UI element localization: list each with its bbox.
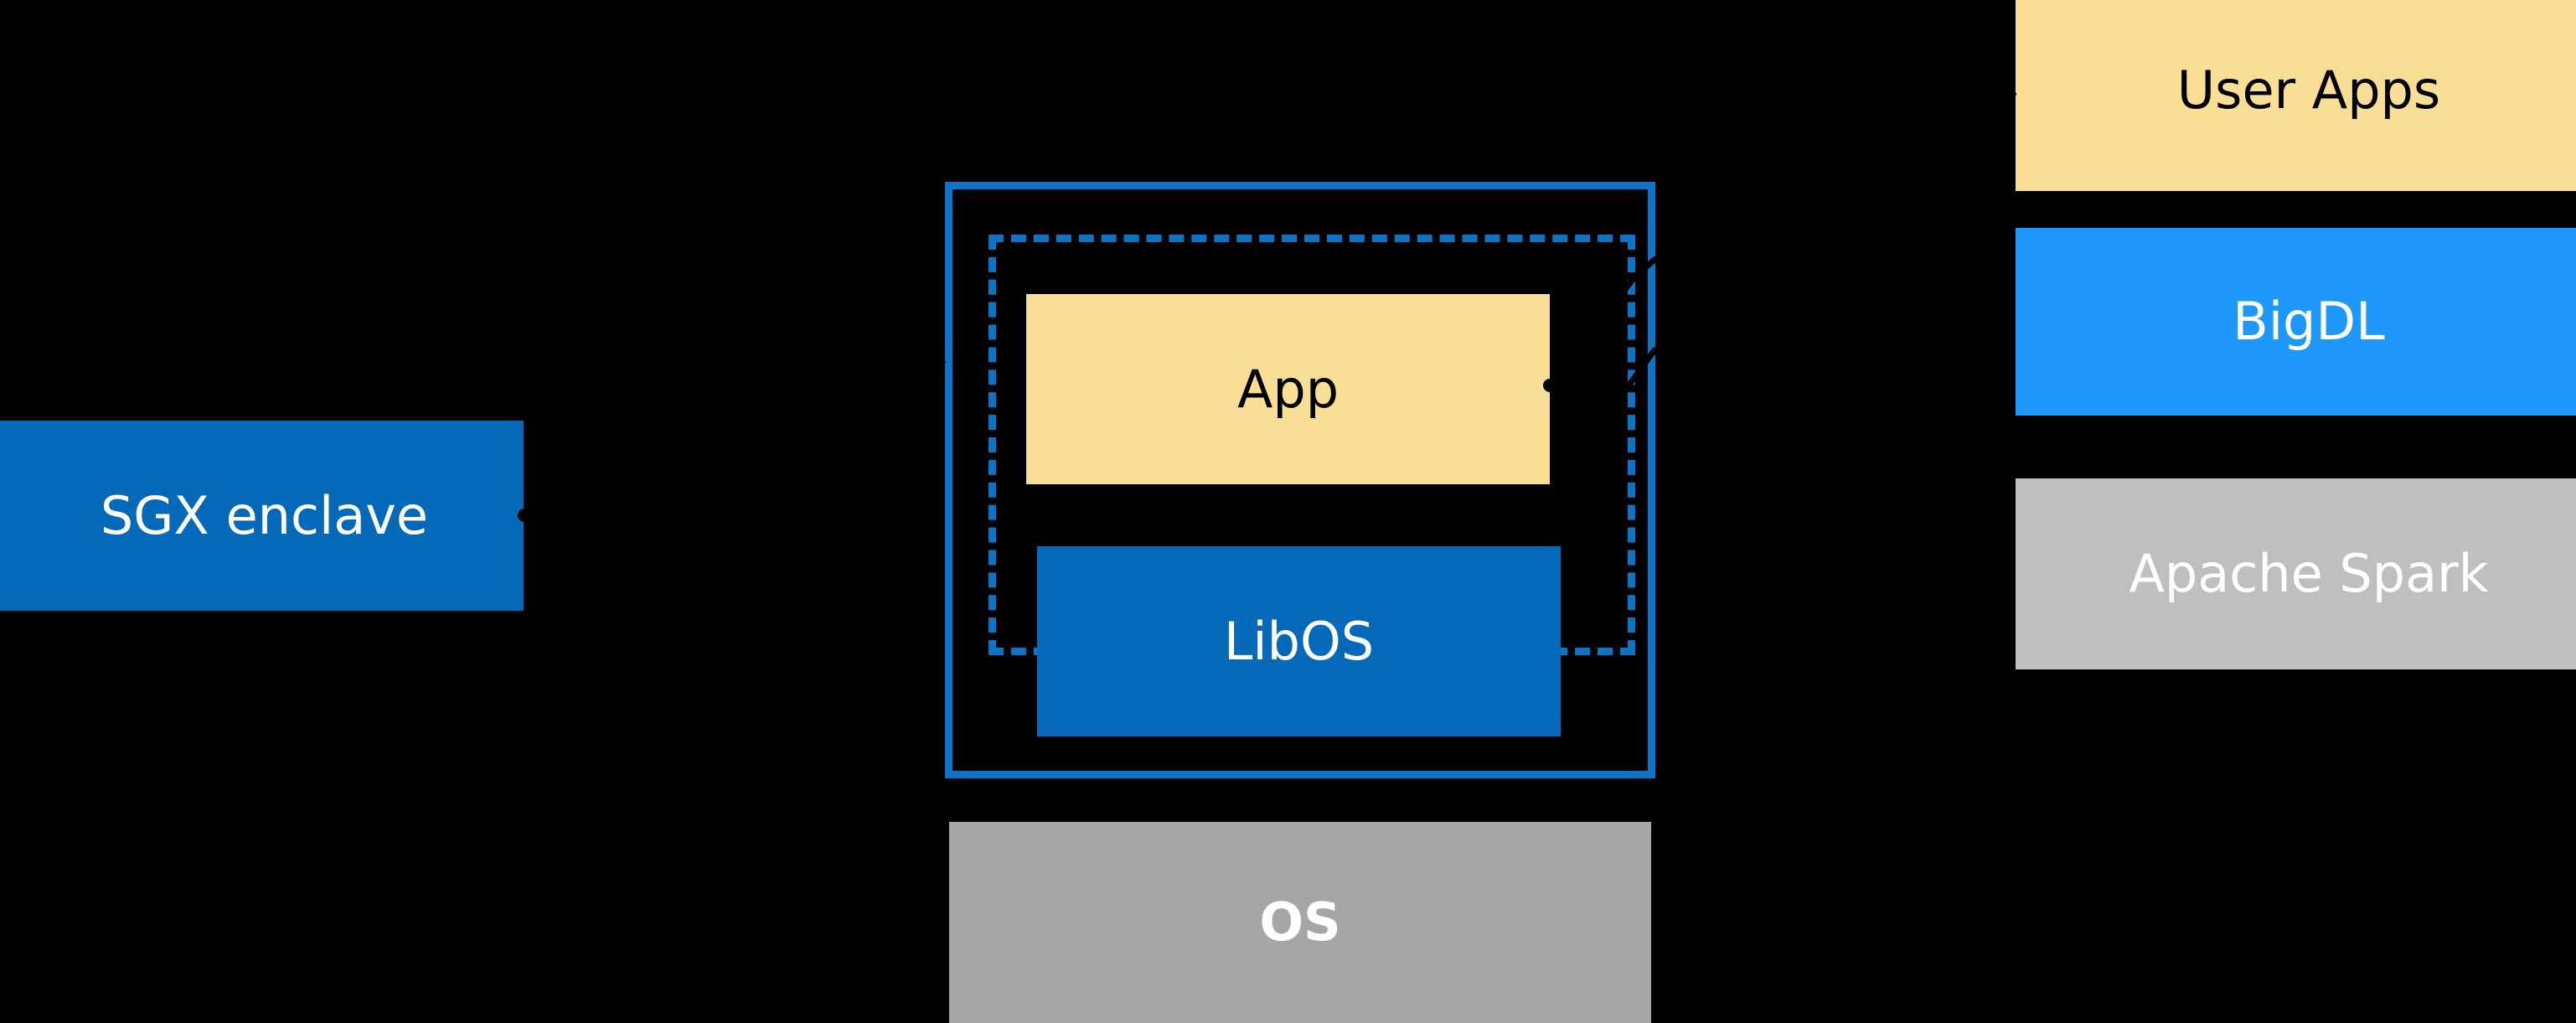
- os-box[interactable]: OS: [949, 822, 1651, 1023]
- app-label: App: [1236, 358, 1340, 420]
- user-apps-label: User Apps: [2176, 59, 2441, 121]
- sgx-enclave-box[interactable]: SGX enclave: [0, 421, 524, 611]
- bigdl-box[interactable]: BigDL: [2016, 228, 2576, 416]
- os-label: OS: [1259, 891, 1341, 953]
- enclave-outer-frame: [945, 182, 1655, 778]
- user-apps-box[interactable]: User Apps: [2016, 0, 2576, 191]
- libos-label: LibOS: [1223, 610, 1375, 672]
- app-to-bigdl-connector: [1602, 315, 2016, 421]
- app-box[interactable]: App: [1026, 294, 1550, 484]
- apache-spark-label: Apache Spark: [2129, 543, 2489, 605]
- sgx-enclave-label: SGX enclave: [100, 484, 429, 546]
- bigdl-label: BigDL: [2233, 291, 2385, 353]
- apache-spark-box[interactable]: Apache Spark: [2016, 478, 2576, 669]
- libos-box[interactable]: LibOS: [1037, 546, 1561, 736]
- sgx-to-enclave-connector: [522, 357, 947, 519]
